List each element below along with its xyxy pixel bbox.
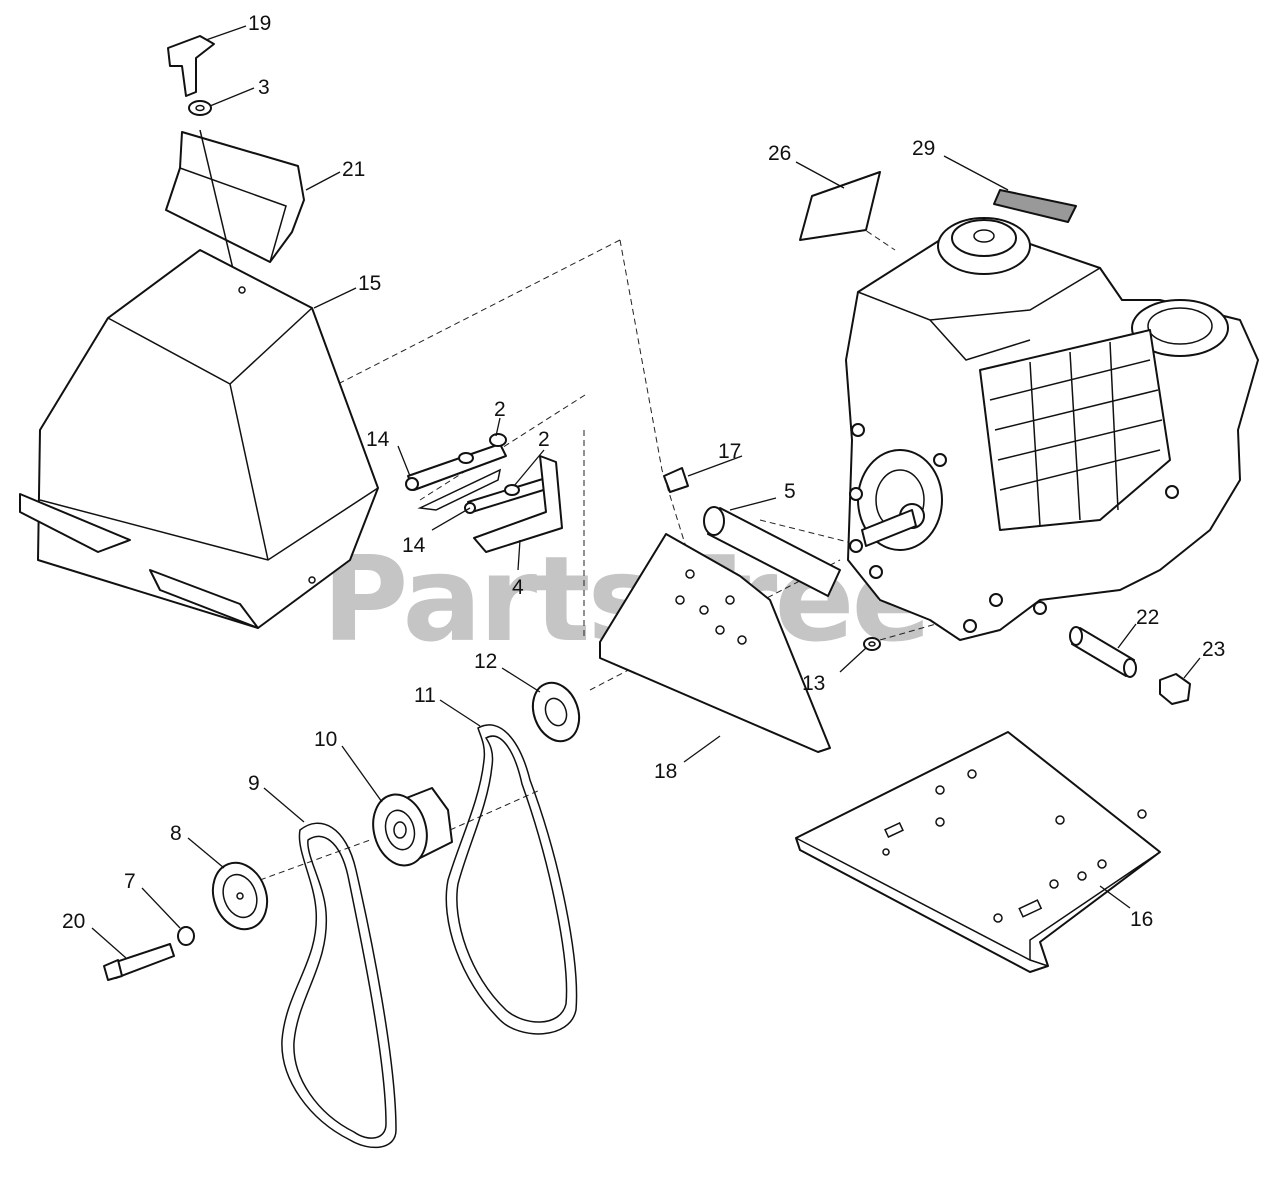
callout-19[interactable]: 19	[248, 12, 271, 35]
callout-4[interactable]: 4	[512, 576, 524, 599]
callout-7[interactable]: 7	[124, 870, 136, 893]
callout-9[interactable]: 9	[248, 772, 260, 795]
bracket-part[interactable]	[165, 129, 305, 291]
base-plate-part[interactable]	[795, 731, 1161, 973]
pulley-drive-part[interactable]	[204, 855, 276, 937]
callout-17[interactable]: 17	[718, 440, 741, 463]
shaft-part[interactable]	[703, 506, 841, 597]
callout-14b[interactable]: 14	[402, 534, 426, 557]
callout-3[interactable]: 3	[258, 76, 270, 99]
bolt-washer-assembly[interactable]	[405, 433, 563, 553]
callout-5[interactable]: 5	[784, 480, 796, 503]
knob-part[interactable]	[167, 35, 215, 97]
callout-13[interactable]: 13	[802, 672, 825, 695]
bolt-head-part[interactable]	[1159, 673, 1191, 705]
washer-small-part[interactable]	[177, 926, 195, 946]
callout-labels: 19 3 21 26 29 15 2 2 14 14 4 17 5 22 23 …	[62, 12, 1225, 933]
callout-20[interactable]: 20	[62, 910, 85, 933]
spacer-part[interactable]	[1069, 626, 1137, 678]
label-part[interactable]	[993, 189, 1077, 223]
nut-part[interactable]	[863, 637, 881, 651]
belt-long-part[interactable]	[445, 724, 578, 1035]
bolt-long-part[interactable]	[103, 943, 175, 981]
washer-part[interactable]	[188, 100, 212, 116]
callout-2b[interactable]: 2	[538, 428, 550, 451]
mounting-plate-part[interactable]	[599, 533, 831, 753]
callout-8[interactable]: 8	[170, 822, 182, 845]
engine-part[interactable]	[845, 217, 1259, 641]
callout-29[interactable]: 29	[912, 137, 935, 160]
callout-21[interactable]: 21	[342, 158, 365, 181]
belt-short-part[interactable]	[281, 822, 397, 1149]
pulley-small-part[interactable]	[525, 676, 587, 747]
callout-11[interactable]: 11	[414, 684, 436, 707]
decal-part[interactable]	[799, 171, 881, 241]
callout-12[interactable]: 12	[474, 650, 497, 673]
callout-18[interactable]: 18	[654, 760, 677, 783]
callout-15[interactable]: 15	[358, 272, 381, 295]
callout-2a[interactable]: 2	[494, 398, 506, 421]
callout-23[interactable]: 23	[1202, 638, 1225, 661]
callout-16[interactable]: 16	[1130, 908, 1153, 931]
leader-lines	[91, 25, 1201, 959]
housing-part[interactable]	[19, 249, 379, 629]
clip-part[interactable]	[663, 467, 689, 493]
callout-26[interactable]: 26	[768, 142, 791, 165]
pulley-large-part[interactable]	[366, 787, 453, 872]
callout-22[interactable]: 22	[1136, 606, 1159, 629]
callout-14a[interactable]: 14	[366, 428, 390, 451]
callout-10[interactable]: 10	[314, 728, 337, 751]
